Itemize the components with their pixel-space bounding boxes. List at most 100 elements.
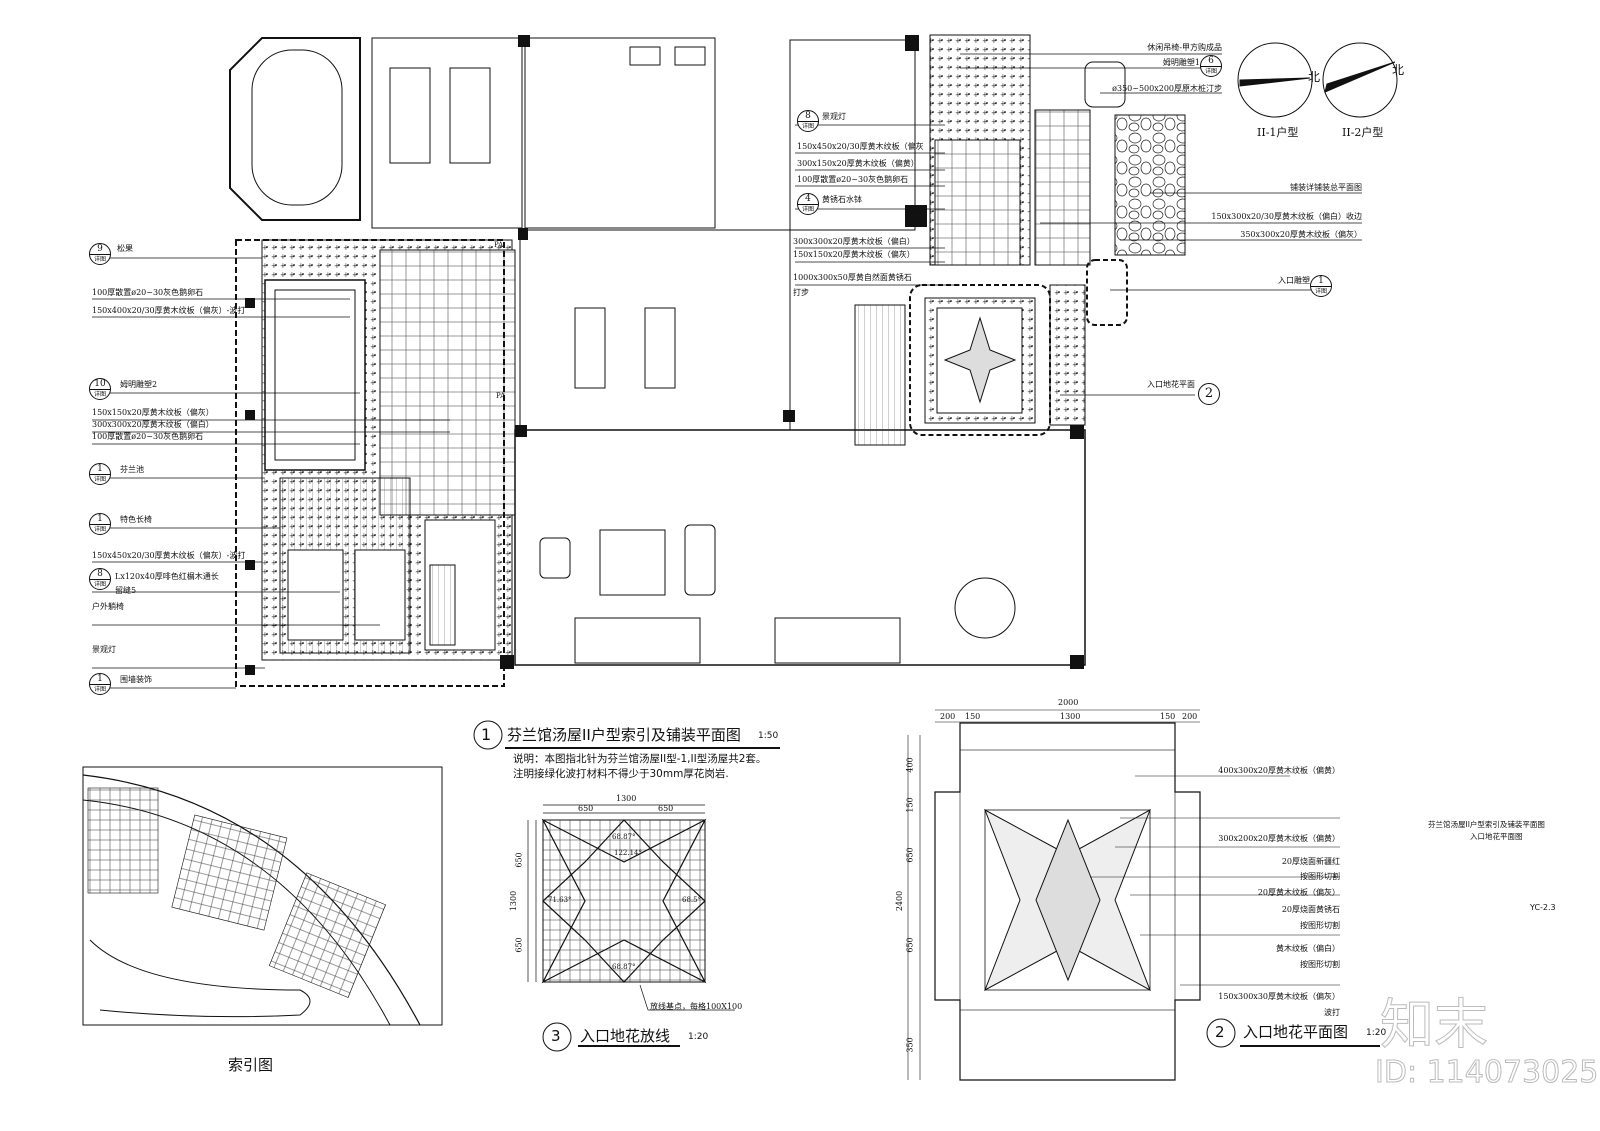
label-lamp: 景观灯 <box>92 645 116 654</box>
label-mid-6: 150x150x20厚黄木纹板（偏灰） <box>793 250 915 259</box>
angle-top: 68.87° <box>612 833 636 841</box>
dim-left-400: 400 <box>905 757 915 773</box>
dim-left-650a: 650 <box>905 847 915 863</box>
d2-label-6: 按图形切割 <box>1300 921 1340 930</box>
d2-label-0: 400x300x20厚黄木纹板（偏黄） <box>1218 766 1340 775</box>
dim-2000: 2000 <box>1058 698 1079 707</box>
dim-left-650b: 650 <box>905 937 915 953</box>
index-map-title: 索引图 <box>228 1056 274 1074</box>
label-redwood: Lx120x40厚啡色红榍木通长 <box>115 572 219 581</box>
label-edge-board: 150x300x20/30厚黄木纹板（偏白）收边 <box>1211 212 1362 221</box>
main-scale: 1:50 <box>758 731 779 741</box>
label-finnish-pool: 芬兰池 <box>120 465 144 474</box>
type-ii-2: II-2户型 <box>1342 126 1384 139</box>
label-150-board: 150x150x20厚黄木纹板（偏灰） <box>92 408 214 417</box>
pa-label: PA <box>494 241 504 249</box>
label-entry-sculpture: 入口雕塑 <box>1278 276 1310 285</box>
angle-left: 71.63° <box>548 896 572 904</box>
label-mid-8: 打步 <box>793 288 809 297</box>
d2-label-2: 20厚烧面新疆红 <box>1281 857 1340 866</box>
d2-label-10: 波打 <box>1324 1008 1340 1017</box>
label-log-steps: ø350~500x200厚原木桩汀步 <box>1112 84 1222 93</box>
dim-top-150b: 150 <box>1160 712 1176 721</box>
detail3-number: 3 <box>551 1027 561 1045</box>
watermark-brand: 知末 <box>1380 993 1489 1057</box>
detail3-scale: 1:20 <box>688 1032 709 1042</box>
label-lounger: 户外躺椅 <box>92 602 124 611</box>
d2-label-3: 按图形切割 <box>1300 872 1340 881</box>
d2-label-9: 150x300x30厚黄木纹板（偏灰） <box>1218 992 1340 1001</box>
north-label-1: 北 <box>1308 70 1321 84</box>
label-lamp-mid: 景观灯 <box>822 112 846 121</box>
d2-label-1: 300x200x20厚黄木纹板（偏黄） <box>1218 834 1340 843</box>
watermark-id: ID: 1140730251 <box>1374 1055 1600 1091</box>
dim-650-v2: 650 <box>514 937 524 953</box>
callout-2[interactable]: 2 <box>1198 383 1220 405</box>
detail2-number: 2 <box>1215 1023 1225 1041</box>
dim-650-b: 650 <box>658 804 674 813</box>
dim-650-v1: 650 <box>514 852 524 868</box>
note-1: 说明：本图指北针为芬兰馆汤屋II型-1,II型汤屋共2套。 <box>513 753 767 765</box>
label-wall-deco: 围墙装饰 <box>120 675 152 684</box>
setout-note: 放线基点，每格100X100 <box>650 1002 743 1011</box>
sheet-code: YC-2.3 <box>1530 903 1556 912</box>
main-title: 芬兰馆汤屋II户型索引及铺装平面图 <box>507 726 741 744</box>
pa-label: PA <box>496 392 506 400</box>
north-label-2: 北 <box>1392 63 1405 77</box>
sheet-title-line2: 入口地花平面图 <box>1470 832 1523 841</box>
label-paving-ref: 铺装详铺装总平面图 <box>1290 183 1362 192</box>
label-mid-7: 1000x300x50厚黄自然面黄锈石 <box>793 273 912 282</box>
angle-right: 68.5° <box>682 896 702 904</box>
label-450-board: 150x450x20/30厚黄木纹板（偏灰）-波打 <box>92 551 246 560</box>
dim-1300: 1300 <box>616 794 637 803</box>
label-pebble-2: 100厚散置ø20~30灰色鹅卵石 <box>92 432 204 441</box>
label-moomin-2: 姆明雕塑2 <box>120 380 158 389</box>
label-hanging-chair: 休闲吊椅-甲方购成品 <box>1147 43 1222 52</box>
d2-label-8: 按图形切割 <box>1300 960 1340 969</box>
detail2-title: 入口地花平面图 <box>1243 1023 1349 1041</box>
d2-label-7: 黄木纹板（偏白） <box>1276 944 1340 953</box>
dim-top-200a: 200 <box>940 712 956 721</box>
dim-top-150a: 150 <box>965 712 981 721</box>
label-mid-5: 300x300x20厚黄木纹板（偏白） <box>793 237 915 246</box>
dim-650-a: 650 <box>578 804 594 813</box>
label-300-board: 300x300x20厚黄木纹板（偏白） <box>92 420 214 429</box>
detail2-scale: 1:20 <box>1366 1028 1387 1038</box>
title-number: 1 <box>481 725 492 744</box>
label-mid-3: 100厚散置ø20~30灰色鹅卵石 <box>797 175 909 184</box>
label-feature-bench: 特色长椅 <box>120 515 152 524</box>
dim-2400: 2400 <box>895 890 905 912</box>
label-mid-1: 150x450x20/30厚黄木纹板（偏灰 <box>797 142 924 151</box>
label-mid-2: 300x150x20厚黄木纹板（偏黄） <box>797 159 919 168</box>
dim-left-350: 350 <box>905 1037 915 1053</box>
label-wood-board: 150x400x20/30厚黄木纹板（偏灰）-波打 <box>92 306 246 315</box>
label-350-board: 350x300x20厚黄木纹板（偏灰） <box>1240 230 1362 239</box>
dim-top-1300: 1300 <box>1060 712 1081 721</box>
note-2: 注明接绿化波打材料不得少于30mm厚花岗岩. <box>513 768 729 780</box>
dim-top-200b: 200 <box>1182 712 1198 721</box>
label-water-bowl: 黄锈石水钵 <box>822 195 862 204</box>
label-moomin-1: 姆明雕塑1 <box>1162 58 1200 67</box>
sheet-title-line1: 芬兰馆汤屋II户型索引及铺装平面图 <box>1428 820 1545 829</box>
label-pebble: 100厚散置ø20~30灰色鹅卵石 <box>92 288 204 297</box>
d2-label-4: 20厚黄木纹板（偏灰） <box>1257 888 1340 897</box>
floor-plan <box>82 34 1398 1081</box>
label-entry-floor: 入口地花平面 <box>1147 380 1195 389</box>
detail3-title: 入口地花放线 <box>580 1027 671 1045</box>
angle-center: 122.14° <box>614 849 642 857</box>
label-gap: 留缝5 <box>115 586 137 595</box>
angle-bottom: 68.87° <box>612 963 636 971</box>
dim-1300-v: 1300 <box>509 890 519 912</box>
d2-label-5: 20厚烧面黄锈石 <box>1281 905 1340 914</box>
label-pine-cone: 松果 <box>117 244 133 253</box>
